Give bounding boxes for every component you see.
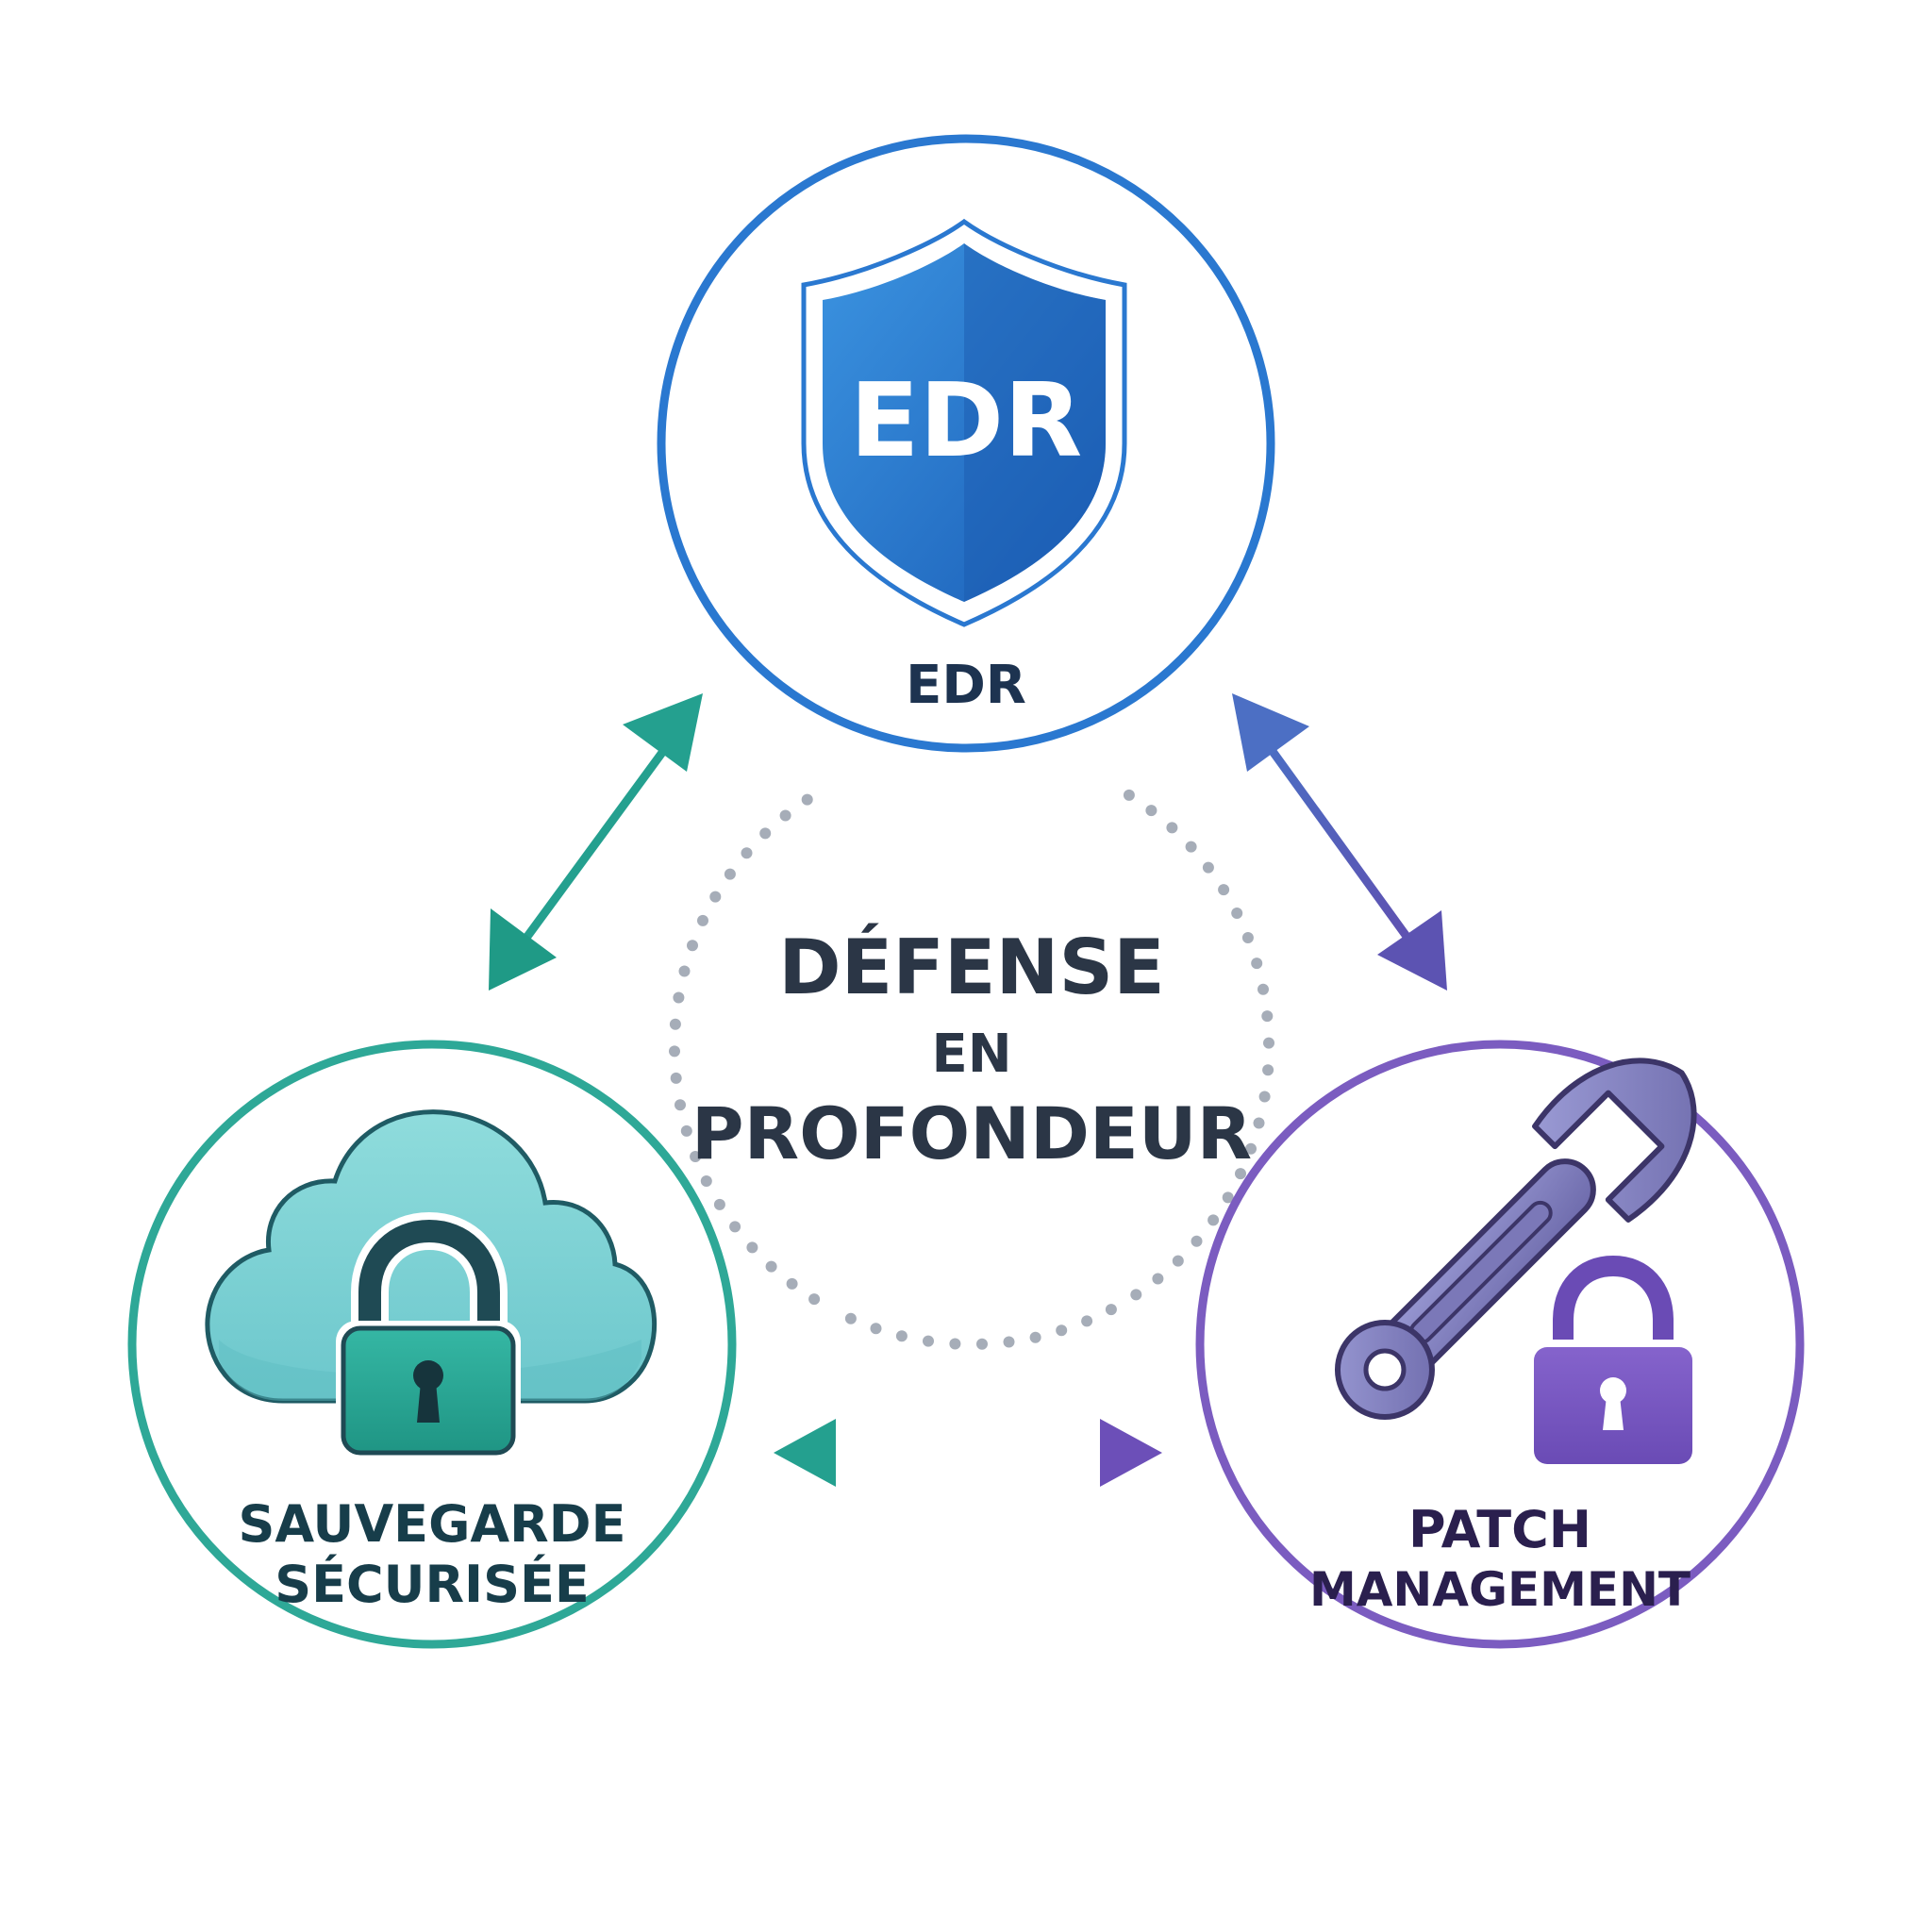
arrow-edr-backup (489, 693, 703, 991)
ring-dot (870, 1323, 882, 1335)
ring-dot (1258, 1091, 1271, 1103)
ring-dot (1261, 1010, 1274, 1023)
shield-icon: EDR (801, 218, 1127, 627)
backup-label-line1: SAUVEGARDE (239, 1494, 626, 1554)
ring-dot (786, 1277, 798, 1290)
ring-dot (808, 1293, 821, 1306)
arrow-backup-patch (774, 1419, 1162, 1487)
ring-dot (801, 793, 813, 806)
ring-dot (673, 991, 685, 1004)
ring-dot (680, 1124, 692, 1137)
ring-dot (690, 1151, 702, 1162)
ring-dot (678, 965, 691, 977)
ring-dot (1231, 908, 1243, 919)
ring-dot (1251, 958, 1263, 970)
wrench-lock-icon (1334, 1058, 1700, 1472)
ring-dot (1185, 841, 1197, 853)
ring-dot (1253, 1117, 1265, 1129)
ring-dot (1152, 1273, 1164, 1285)
center-line2: EN (931, 1024, 1011, 1085)
center-line3: PROFONDEUR (691, 1091, 1252, 1175)
ring-dot (669, 1045, 680, 1058)
ring-dot (1218, 884, 1230, 896)
ring-dot (729, 1221, 741, 1233)
ring-dot (779, 809, 791, 822)
ring-dot (697, 914, 708, 926)
ring-dot (670, 1072, 682, 1084)
ring-dot (1105, 1304, 1117, 1316)
center-line1: DÉFENSE (778, 923, 1165, 1011)
ring-dot (1222, 1191, 1234, 1204)
ring-dot (669, 1018, 681, 1030)
ring-dot (1056, 1324, 1068, 1337)
ring-dot (1208, 1214, 1220, 1226)
ring-dot (1245, 1142, 1257, 1155)
ring-dot (741, 847, 753, 859)
ring-dot (765, 1260, 777, 1273)
center-title: DÉFENSE EN PROFONDEUR (691, 923, 1252, 1175)
ring-dot (1235, 1168, 1246, 1180)
ring-dot (1081, 1315, 1093, 1327)
dotted-ring (669, 789, 1274, 1350)
backup-label-line2: SÉCURISÉE (275, 1555, 590, 1614)
ring-dot (746, 1241, 758, 1254)
ring-dot (1172, 1255, 1184, 1267)
ring-dot (724, 868, 736, 880)
ring-dot (1166, 822, 1178, 834)
patch-label-line2: MANAGEMENT (1309, 1562, 1690, 1617)
ring-dot (1241, 932, 1254, 943)
ring-dot (713, 1198, 725, 1210)
patch-label-line1: PATCH (1408, 1500, 1591, 1559)
ring-dot (1029, 1331, 1041, 1343)
backup-node: SAUVEGARDE SÉCURISÉE (127, 1040, 737, 1649)
ring-dot (1145, 805, 1158, 817)
ring-dot (844, 1312, 857, 1324)
arrow-edr-patch (1232, 693, 1447, 991)
ring-dot (1191, 1235, 1203, 1247)
ring-dot (709, 891, 722, 903)
edr-badge-text: EDR (850, 362, 1083, 480)
patch-node: PATCH MANAGEMENT (1195, 1040, 1805, 1649)
ring-dot (1262, 1064, 1274, 1076)
ring-dot (976, 1338, 988, 1350)
ring-dot (700, 1175, 712, 1187)
ring-dot (675, 1099, 686, 1111)
cloud-lock-icon (205, 1109, 658, 1458)
ring-dot (1123, 789, 1135, 801)
ring-dot (1003, 1336, 1015, 1348)
ring-dot (895, 1330, 908, 1342)
ring-dot (1257, 983, 1269, 995)
ring-dot (1263, 1037, 1274, 1049)
ring-dot (1130, 1289, 1142, 1301)
ring-dot (759, 827, 772, 840)
ring-dot (1202, 861, 1214, 874)
ring-dot (949, 1338, 961, 1350)
ring-dot (687, 940, 698, 952)
edr-node: EDR EDR (657, 134, 1275, 753)
ring-dot (923, 1335, 934, 1347)
edr-label: EDR (906, 655, 1026, 716)
